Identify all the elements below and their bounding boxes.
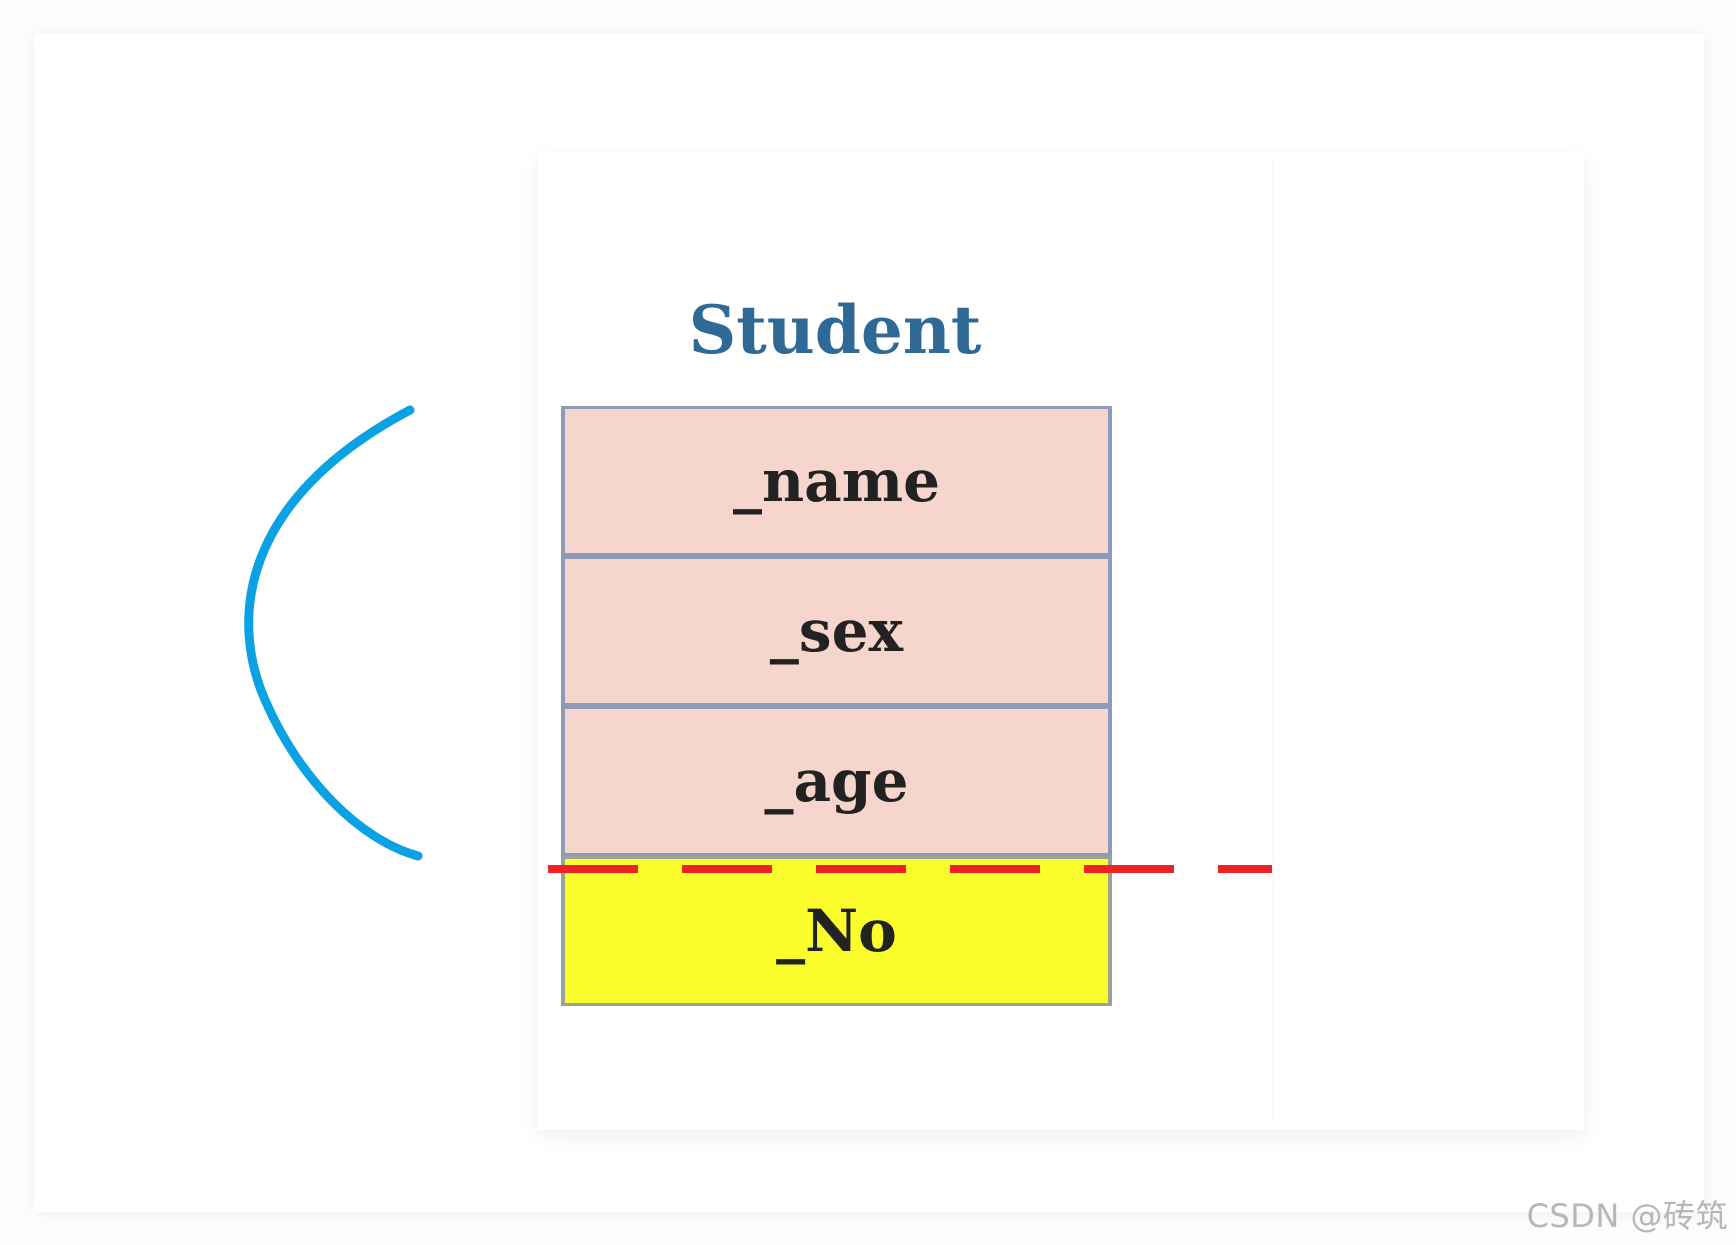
watermark: CSDN @砖筑	[1526, 1197, 1728, 1235]
field-age-label: _age	[764, 747, 909, 815]
field-sex: _sex	[561, 556, 1112, 706]
inner-divider	[1273, 160, 1274, 1122]
field-sex-label: _sex	[769, 597, 904, 665]
field-age: _age	[561, 706, 1112, 856]
field-name: _name	[561, 406, 1112, 556]
field-stack: _name _sex _age _No	[561, 406, 1112, 1006]
field-name-label: _name	[732, 447, 941, 515]
struct-title: Student	[688, 291, 982, 369]
field-no: _No	[561, 856, 1112, 1006]
field-no-label: _No	[776, 897, 897, 965]
